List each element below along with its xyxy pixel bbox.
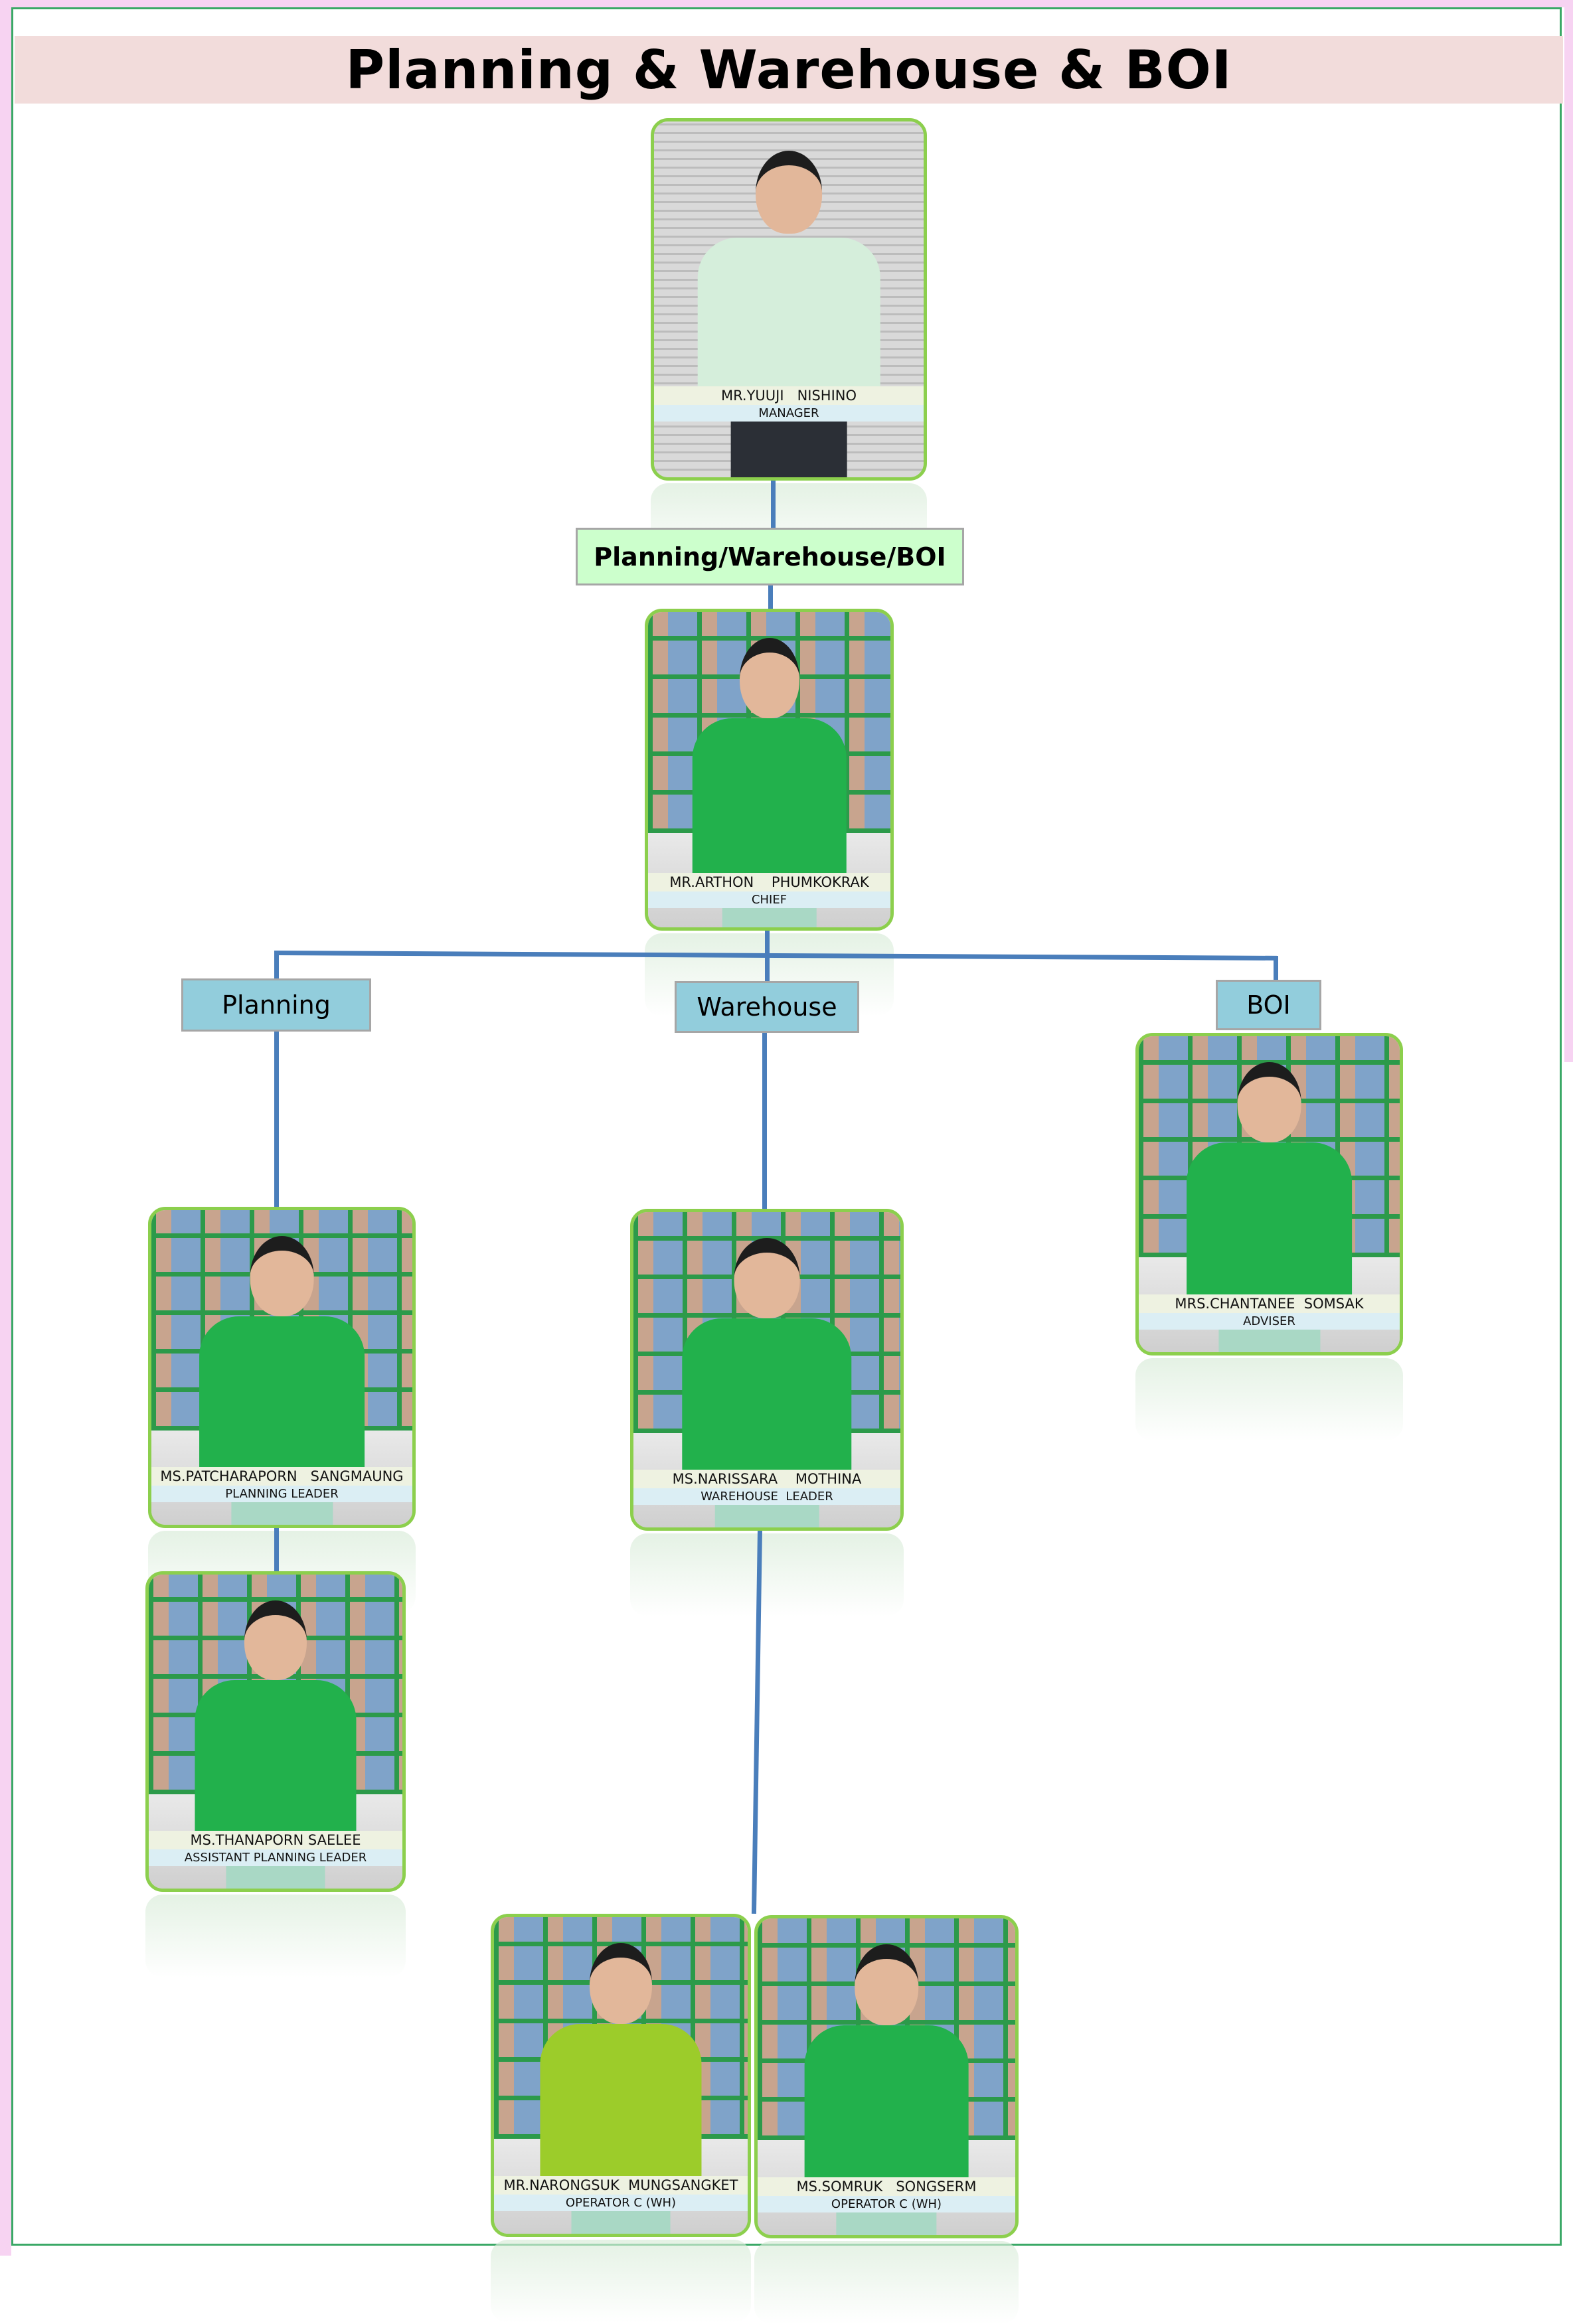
- connector-line: [274, 1032, 279, 1207]
- page-edge: [1564, 0, 1573, 1062]
- card-reflection: [145, 1895, 406, 1977]
- person-name: MR.YUUJI NISHINO: [654, 386, 924, 405]
- connector-line: [274, 1528, 279, 1571]
- person-role: OPERATOR C (WH): [758, 2195, 1015, 2212]
- person-name: MS.SOMRUK SONGSERM: [758, 2177, 1015, 2196]
- person-role: MANAGER: [654, 404, 924, 422]
- card-reflection: [491, 2240, 751, 2323]
- person-name: MS.THANAPORN SAELEE: [149, 1831, 402, 1850]
- card-reflection: [630, 1533, 904, 1616]
- person-photo: [1139, 1036, 1400, 1352]
- person-name: MR.NARONGSUK MUNGSANGKET: [494, 2175, 748, 2195]
- connector-line: [762, 1033, 767, 1209]
- person-role: ASSISTANT PLANNING LEADER: [149, 1849, 402, 1867]
- title-band: Planning & Warehouse & BOI: [15, 36, 1563, 104]
- section-box-boi: BOI: [1216, 980, 1321, 1030]
- department-label: Planning/Warehouse/BOI: [594, 542, 946, 572]
- connector-line: [274, 951, 279, 978]
- person-name: MS.NARISSARA MOTHINA: [633, 1470, 900, 1488]
- person-name: MRS.CHANTANEE SOMSAK: [1139, 1294, 1400, 1313]
- page-title: Planning & Warehouse & BOI: [345, 39, 1232, 101]
- section-box-warehouse: Warehouse: [675, 981, 859, 1033]
- card-reflection: [1135, 1358, 1403, 1441]
- person-photo: [654, 121, 924, 477]
- page-edge: [0, 0, 1573, 7]
- person-role: WAREHOUSE LEADER: [633, 1488, 900, 1505]
- person-role: CHIEF: [648, 891, 890, 908]
- page-edge: [0, 0, 11, 2256]
- person-name: MS.PATCHARAPORN SANGMAUNG: [151, 1467, 412, 1486]
- department-box: Planning/Warehouse/BOI: [576, 528, 964, 585]
- connector-line: [768, 585, 773, 609]
- connector-line: [771, 481, 776, 528]
- person-role: PLANNING LEADER: [151, 1486, 412, 1503]
- person-role: OPERATOR C (WH): [494, 2194, 748, 2211]
- card-reflection: [754, 2241, 1019, 2324]
- section-label: BOI: [1246, 990, 1291, 1020]
- section-box-planning: Planning: [181, 978, 371, 1032]
- connector-line: [1274, 956, 1278, 980]
- person-name: MR.ARTHON PHUMKOKRAK: [648, 872, 890, 891]
- section-label: Planning: [222, 990, 331, 1020]
- person-role: ADVISER: [1139, 1312, 1400, 1330]
- person-photo: [149, 1575, 402, 1889]
- section-label: Warehouse: [697, 992, 837, 1022]
- person-photo: [648, 612, 890, 927]
